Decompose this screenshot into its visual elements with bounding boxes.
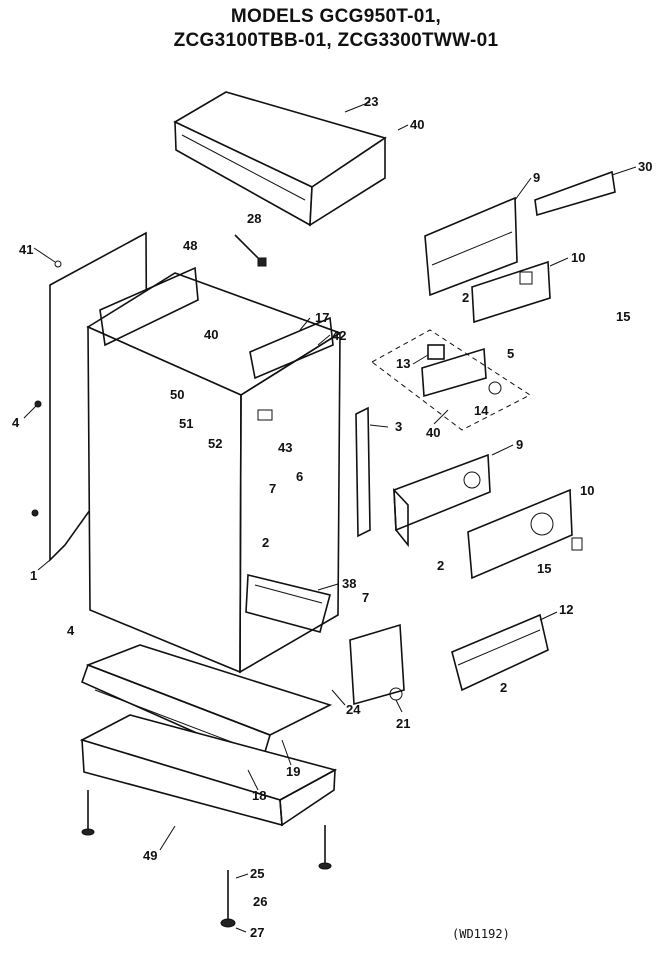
part-label-50: 50: [170, 387, 184, 402]
part-label-7-upper: 7: [269, 481, 276, 496]
part-label-21: 21: [396, 716, 410, 731]
part-label-49: 49: [143, 848, 157, 863]
part-label-1: 1: [30, 568, 37, 583]
part-label-38: 38: [342, 576, 356, 591]
bracket-part: [451, 613, 549, 692]
part-label-51: 51: [179, 416, 193, 431]
part-label-9-middle: 9: [516, 437, 523, 452]
part-label-2-grille: 2: [437, 558, 444, 573]
part-label-2-top: 2: [462, 290, 469, 305]
top-cover-part: [173, 91, 387, 227]
part-label-12: 12: [559, 602, 573, 617]
part-label-19: 19: [286, 764, 300, 779]
power-cord-part: [234, 234, 267, 267]
part-label-40-middle: 40: [204, 327, 218, 342]
leader-lines: [23, 101, 637, 933]
part-label-52: 52: [208, 436, 222, 451]
vertical-strip-part: [355, 406, 371, 538]
part-label-5: 5: [507, 346, 514, 361]
part-label-15-middle: 15: [537, 561, 551, 576]
part-label-42: 42: [332, 328, 346, 343]
part-label-41: 41: [19, 242, 33, 257]
part-label-18: 18: [252, 788, 266, 803]
part-label-3: 3: [395, 419, 402, 434]
part-label-25: 25: [250, 866, 264, 881]
part-label-17: 17: [315, 310, 329, 325]
part-label-40-lower: 40: [426, 425, 440, 440]
part-label-28: 28: [247, 211, 261, 226]
part-label-13: 13: [396, 356, 410, 371]
part-label-27: 27: [250, 925, 264, 940]
part-label-24: 24: [346, 702, 361, 717]
part-label-6: 6: [296, 469, 303, 484]
switch-box-part: [349, 623, 405, 706]
part-label-10-middle: 10: [580, 483, 594, 498]
part-label-26: 26: [253, 894, 267, 909]
control-panel-part: [371, 329, 531, 431]
middle-grille-assembly: [393, 453, 583, 580]
part-label-40-top: 40: [410, 117, 424, 132]
diagram-title-line1: MODELS GCG950T-01,: [230, 6, 442, 27]
part-label-4-upper: 4: [12, 415, 20, 430]
diagram-title-line2: ZCG3100TBB-01, ZCG3300TWW-01: [173, 30, 499, 51]
part-label-48: 48: [183, 238, 197, 253]
part-label-30: 30: [638, 159, 652, 174]
part-label-2-cabinet: 2: [262, 535, 269, 550]
base-tray-part: [79, 714, 338, 827]
leveling-feet: [81, 790, 332, 928]
drawing-reference-code: (WD1192): [452, 927, 510, 941]
part-label-7-lower: 7: [362, 590, 369, 605]
part-label-14: 14: [474, 403, 489, 418]
part-label-4-lower: 4: [67, 623, 75, 638]
part-label-2-bracket: 2: [500, 680, 507, 695]
part-label-10-top: 10: [571, 250, 585, 265]
part-label-23: 23: [364, 94, 378, 109]
main-cabinet-part: [86, 266, 342, 674]
upper-grille-assembly: [424, 170, 616, 324]
part-label-9-top: 9: [533, 170, 540, 185]
part-label-15-top: 15: [616, 309, 630, 324]
part-label-43: 43: [278, 440, 292, 455]
